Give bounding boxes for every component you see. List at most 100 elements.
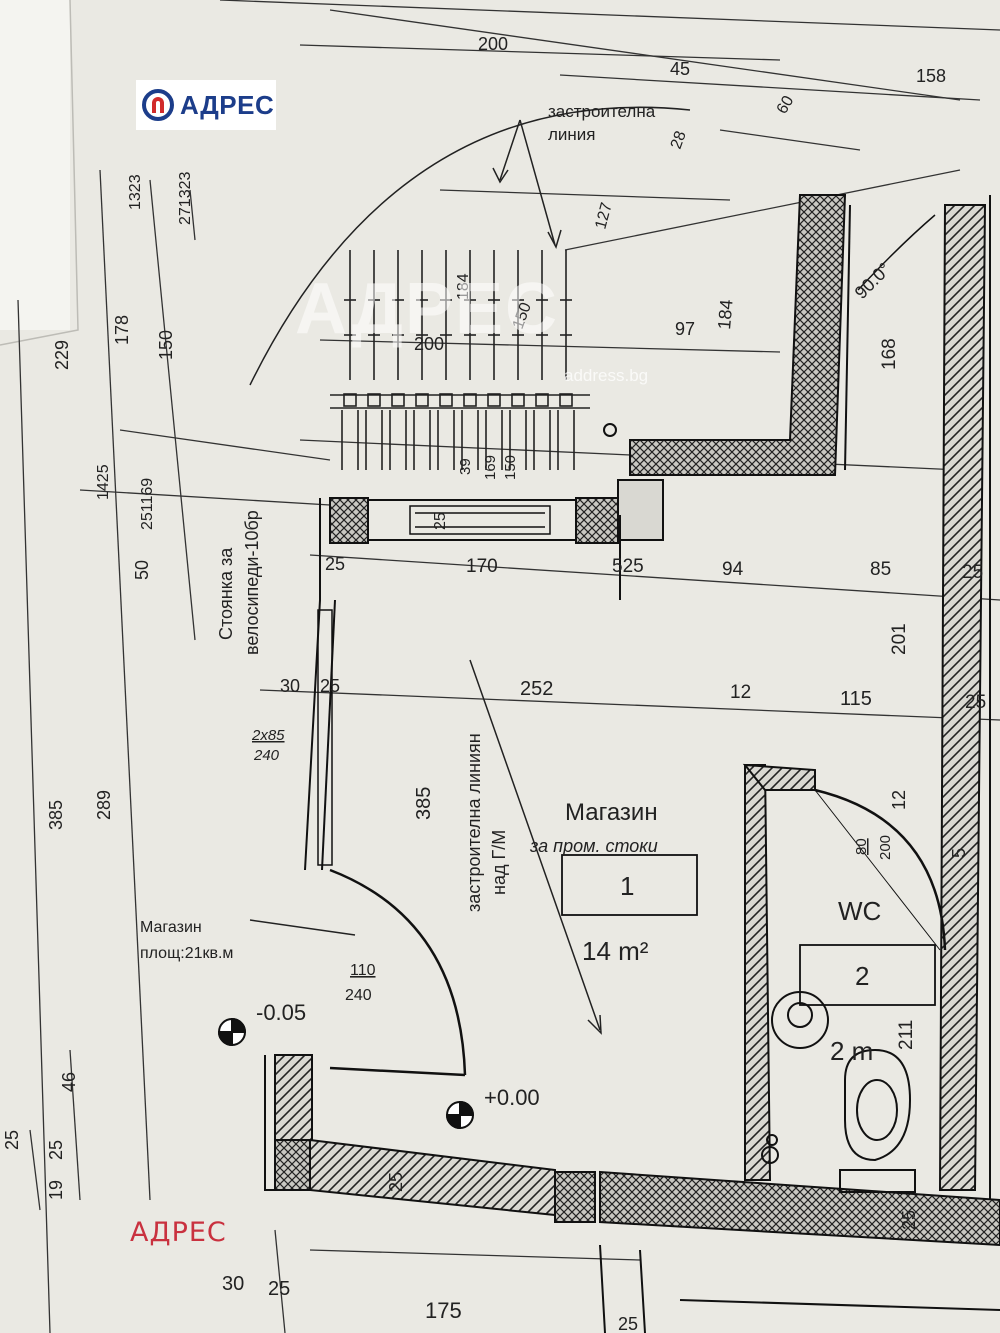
bike-rack-rail [330, 394, 590, 409]
plan-labels: застроителна линия Стоянка за велосипеди… [2, 34, 986, 1333]
dim-door-240-b: 240 [345, 987, 372, 1004]
bike-rack-mark [559, 393, 573, 407]
dim-12-b: 12 [889, 790, 909, 810]
dim-25-b: 25 [962, 562, 983, 583]
dim-158: 158 [916, 66, 946, 86]
dim-door-200: 200 [877, 835, 894, 860]
dim-45: 45 [670, 59, 690, 79]
wall-column-bottom-left [274, 1139, 311, 1191]
sanitary-fixtures [761, 991, 916, 1193]
watermark-bottom: АДРЕС [130, 1217, 227, 1248]
dim-289: 289 [94, 790, 114, 820]
dim-1425: 1425 [95, 464, 112, 500]
dim-175: 175 [425, 1298, 462, 1323]
label-room2-area: 2 m [830, 1036, 873, 1066]
dim-30: 30 [280, 676, 300, 696]
bike-rack-mark [511, 393, 525, 407]
dim-door-2x85: 2x85 [251, 727, 285, 744]
wall-upper-right [629, 194, 847, 476]
windows [317, 505, 551, 866]
dim-50: 50 [132, 560, 152, 580]
dim-5: 5 [949, 848, 969, 858]
entry-door-swing [329, 868, 467, 1076]
dim-25-a: 25 [325, 554, 345, 574]
bike-rack-mark [343, 393, 357, 407]
dim-200-top: 200 [478, 34, 508, 54]
label-room1-area: 14 m² [582, 936, 649, 966]
dim-60: 60 [774, 93, 798, 117]
dim-39: 39 [457, 458, 474, 475]
label-bike-parking-1: Стоянка за [216, 547, 236, 640]
label-angle: 90.0° [851, 259, 895, 303]
dim-25-d: 25 [965, 692, 986, 713]
dim-door-240: 240 [253, 747, 280, 764]
paper-fold [0, 0, 79, 346]
doors [329, 788, 947, 1077]
dim-25-bottom-b: 25 [618, 1314, 638, 1333]
dimension-lines [17, 0, 1000, 1333]
bike-rack-mark [463, 393, 477, 407]
bike-rack-mark [415, 393, 429, 407]
label-level-zero: +0.00 [484, 1085, 540, 1110]
bike-rack-mark [535, 393, 549, 407]
label-shop-area-1: Магазин [140, 919, 202, 936]
dim-28: 28 [668, 129, 690, 152]
dim-25-bottom: 25 [268, 1278, 290, 1300]
watermark-url: address.bg [564, 366, 649, 385]
dim-door-110: 110 [350, 962, 376, 979]
dim-184-bike: 184 [455, 273, 472, 300]
bike-rack-mark [487, 393, 501, 407]
dim-168: 168 [879, 338, 900, 370]
dim-201: 201 [889, 623, 910, 655]
dim-184-right: 184 [714, 299, 737, 331]
label-room2-number: 2 [855, 961, 869, 991]
dim-25-left-a: 25 [2, 1130, 22, 1150]
dim-25-left-b: 25 [46, 1140, 66, 1160]
dim-25-e: 25 [386, 1172, 406, 1192]
dim-229: 229 [52, 340, 72, 370]
dim-169-bike: 169 [482, 455, 499, 480]
wc-door-swing [814, 788, 947, 951]
paper-edge [0, 0, 70, 330]
label-building-line-gm-1: застроителна линиян [464, 733, 484, 912]
dim-178: 178 [112, 315, 132, 345]
dim-85: 85 [870, 559, 891, 580]
label-shop-title: Магазин [565, 799, 658, 826]
brand-logo: АДРЕС [136, 80, 276, 130]
dim-25-c: 25 [320, 676, 340, 696]
bicycle-racks [330, 250, 590, 470]
label-shop-area-2: площ:21кв.м [140, 945, 233, 962]
dim-150-bike-2: 150 [502, 455, 519, 480]
wall-column-mid [575, 497, 619, 544]
dim-385-mid: 385 [413, 787, 435, 820]
building-line-arrows [249, 106, 691, 1035]
bike-rack-mark [367, 393, 381, 407]
watermark-center: АДРЕС [295, 269, 560, 349]
level-markers [217, 214, 936, 1130]
dim-46: 46 [59, 1072, 79, 1092]
label-shop-note: за пром. стоки [529, 836, 658, 856]
brand-logo-text: АДРЕС [180, 89, 275, 120]
dim-150-left: 150 [156, 330, 176, 360]
dim-211: 211 [896, 1020, 917, 1050]
dim-1323: 1323 [127, 174, 144, 210]
wall-piece [617, 479, 664, 541]
label-bike-parking-2: велосипеди-10бр [242, 510, 262, 655]
bike-rack-mark [391, 393, 405, 407]
label-building-line-2: линия [548, 125, 596, 144]
dim-252: 252 [520, 678, 553, 700]
dim-94: 94 [722, 559, 744, 580]
dim-271323: 271323 [177, 172, 194, 225]
dim-97: 97 [675, 319, 695, 339]
wall-outlines [264, 195, 1000, 1333]
dim-170: 170 [466, 556, 498, 577]
wall-column-bottom [554, 1171, 596, 1223]
dim-115: 115 [840, 688, 872, 710]
wall-bottom-long [599, 1170, 1000, 1247]
room-tag-boxes [561, 854, 936, 1006]
dim-385-left: 385 [46, 800, 66, 830]
brand-logo-mark-icon [142, 89, 174, 121]
dim-30-bottom: 30 [222, 1273, 244, 1295]
